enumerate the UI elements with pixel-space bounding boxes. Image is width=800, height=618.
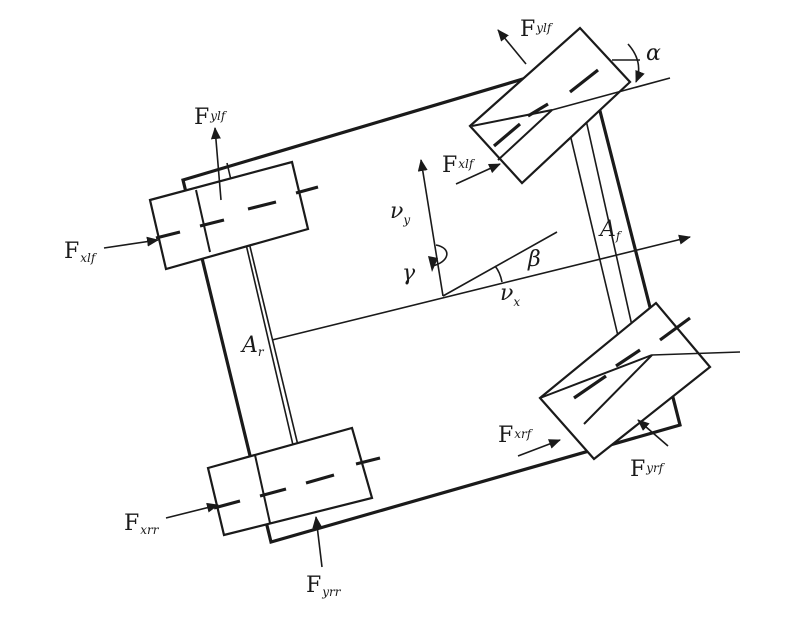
label-fxrr: Fxrr <box>124 511 160 537</box>
label-af: Af <box>598 217 623 243</box>
label-fylf-right: Fylf <box>520 17 554 42</box>
force-ylf-left-arrow <box>210 127 222 201</box>
beta-arc <box>494 265 503 283</box>
force-xrr-arrow <box>165 502 219 519</box>
label-gamma: γ <box>402 261 416 286</box>
label-fyrf: Fyrf <box>630 457 666 482</box>
label-fxlf-right: Fxlf <box>442 153 476 178</box>
gamma-arrowhead <box>428 256 438 272</box>
label-beta: β <box>527 247 541 272</box>
force-yrr-arrow <box>312 516 323 568</box>
longitudinal-axis <box>271 234 691 341</box>
left-axle-line <box>239 204 303 463</box>
label-ar: Ar <box>240 333 265 359</box>
right-axle-line <box>559 91 629 379</box>
vehicle-body <box>181 57 682 544</box>
force-xrf-arrow <box>517 439 561 457</box>
front-left-steered-wheel <box>468 26 671 185</box>
front-right-steered-wheel <box>538 301 741 461</box>
gamma-rotation-arc <box>431 244 448 267</box>
beta-line <box>442 231 558 297</box>
label-nu-y: νy <box>390 199 410 227</box>
force-xlf-left-arrow <box>103 236 159 249</box>
force-yrf-arrow <box>637 419 669 447</box>
left-front-wheel <box>148 160 319 271</box>
label-alpha: α <box>646 41 661 66</box>
label-fxrf: Fxrf <box>498 423 534 448</box>
label-fyrr: Fyrr <box>306 573 342 599</box>
force-xlf-right-arrow <box>455 163 501 185</box>
force-ylf-right-arrow <box>497 29 527 65</box>
nu-y-arrow <box>417 159 444 297</box>
label-fxlf-left: Fxlf <box>64 239 98 265</box>
label-fylf-left: Fylf <box>194 105 228 130</box>
label-nu-x: νx <box>500 281 520 309</box>
